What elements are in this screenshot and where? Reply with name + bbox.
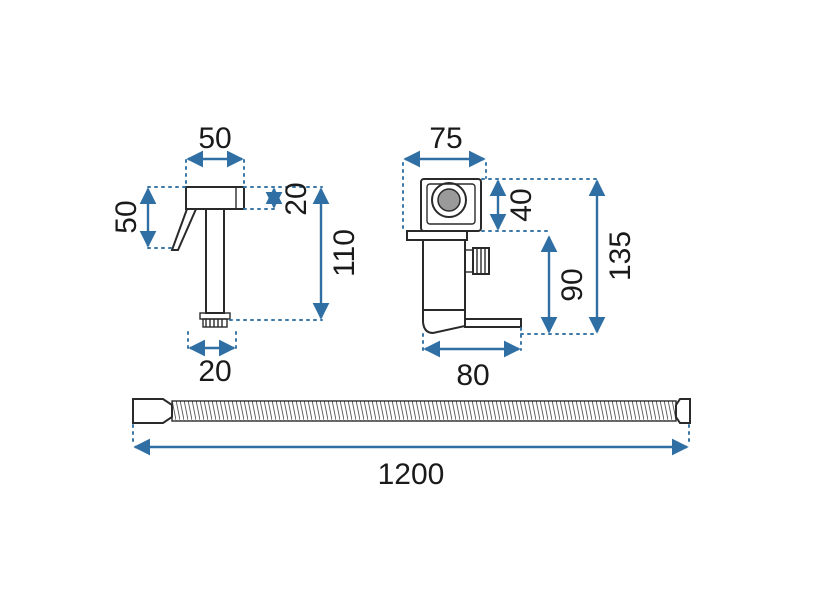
valve-knob-outer xyxy=(431,182,467,218)
hose-drawing: 1200 xyxy=(132,398,691,491)
hose-body xyxy=(171,400,677,422)
label-valve-top-height: 40 xyxy=(505,188,538,221)
label-valve-total-height: 135 xyxy=(604,231,637,281)
label-valve-depth: 80 xyxy=(456,359,489,392)
label-spray-width: 50 xyxy=(198,122,231,155)
label-spray-height: 50 xyxy=(110,200,143,233)
spray-lever xyxy=(170,208,198,251)
hose-right-connector xyxy=(675,398,691,424)
valve-body xyxy=(422,239,466,311)
label-spray-stem-width: 20 xyxy=(198,355,231,388)
valve-drawing: 75 40 135 90 80 xyxy=(402,122,637,392)
valve-knob-inner xyxy=(437,188,461,212)
valve-outlet-nut xyxy=(464,249,474,273)
valve-lever-handle xyxy=(464,318,522,328)
label-spray-total-height: 110 xyxy=(328,229,361,277)
hand-spray-drawing: 50 50 20 110 20 xyxy=(110,122,361,388)
valve-lever-base xyxy=(422,309,466,335)
label-valve-width: 75 xyxy=(429,122,462,155)
label-hose-length: 1200 xyxy=(378,458,445,491)
label-spray-head-thickness: 20 xyxy=(280,182,313,215)
hose-left-connector xyxy=(132,398,173,424)
spray-stem xyxy=(205,208,225,314)
label-valve-outlet-height: 90 xyxy=(556,268,589,301)
valve-plate xyxy=(406,230,468,241)
spray-thread xyxy=(202,318,228,328)
